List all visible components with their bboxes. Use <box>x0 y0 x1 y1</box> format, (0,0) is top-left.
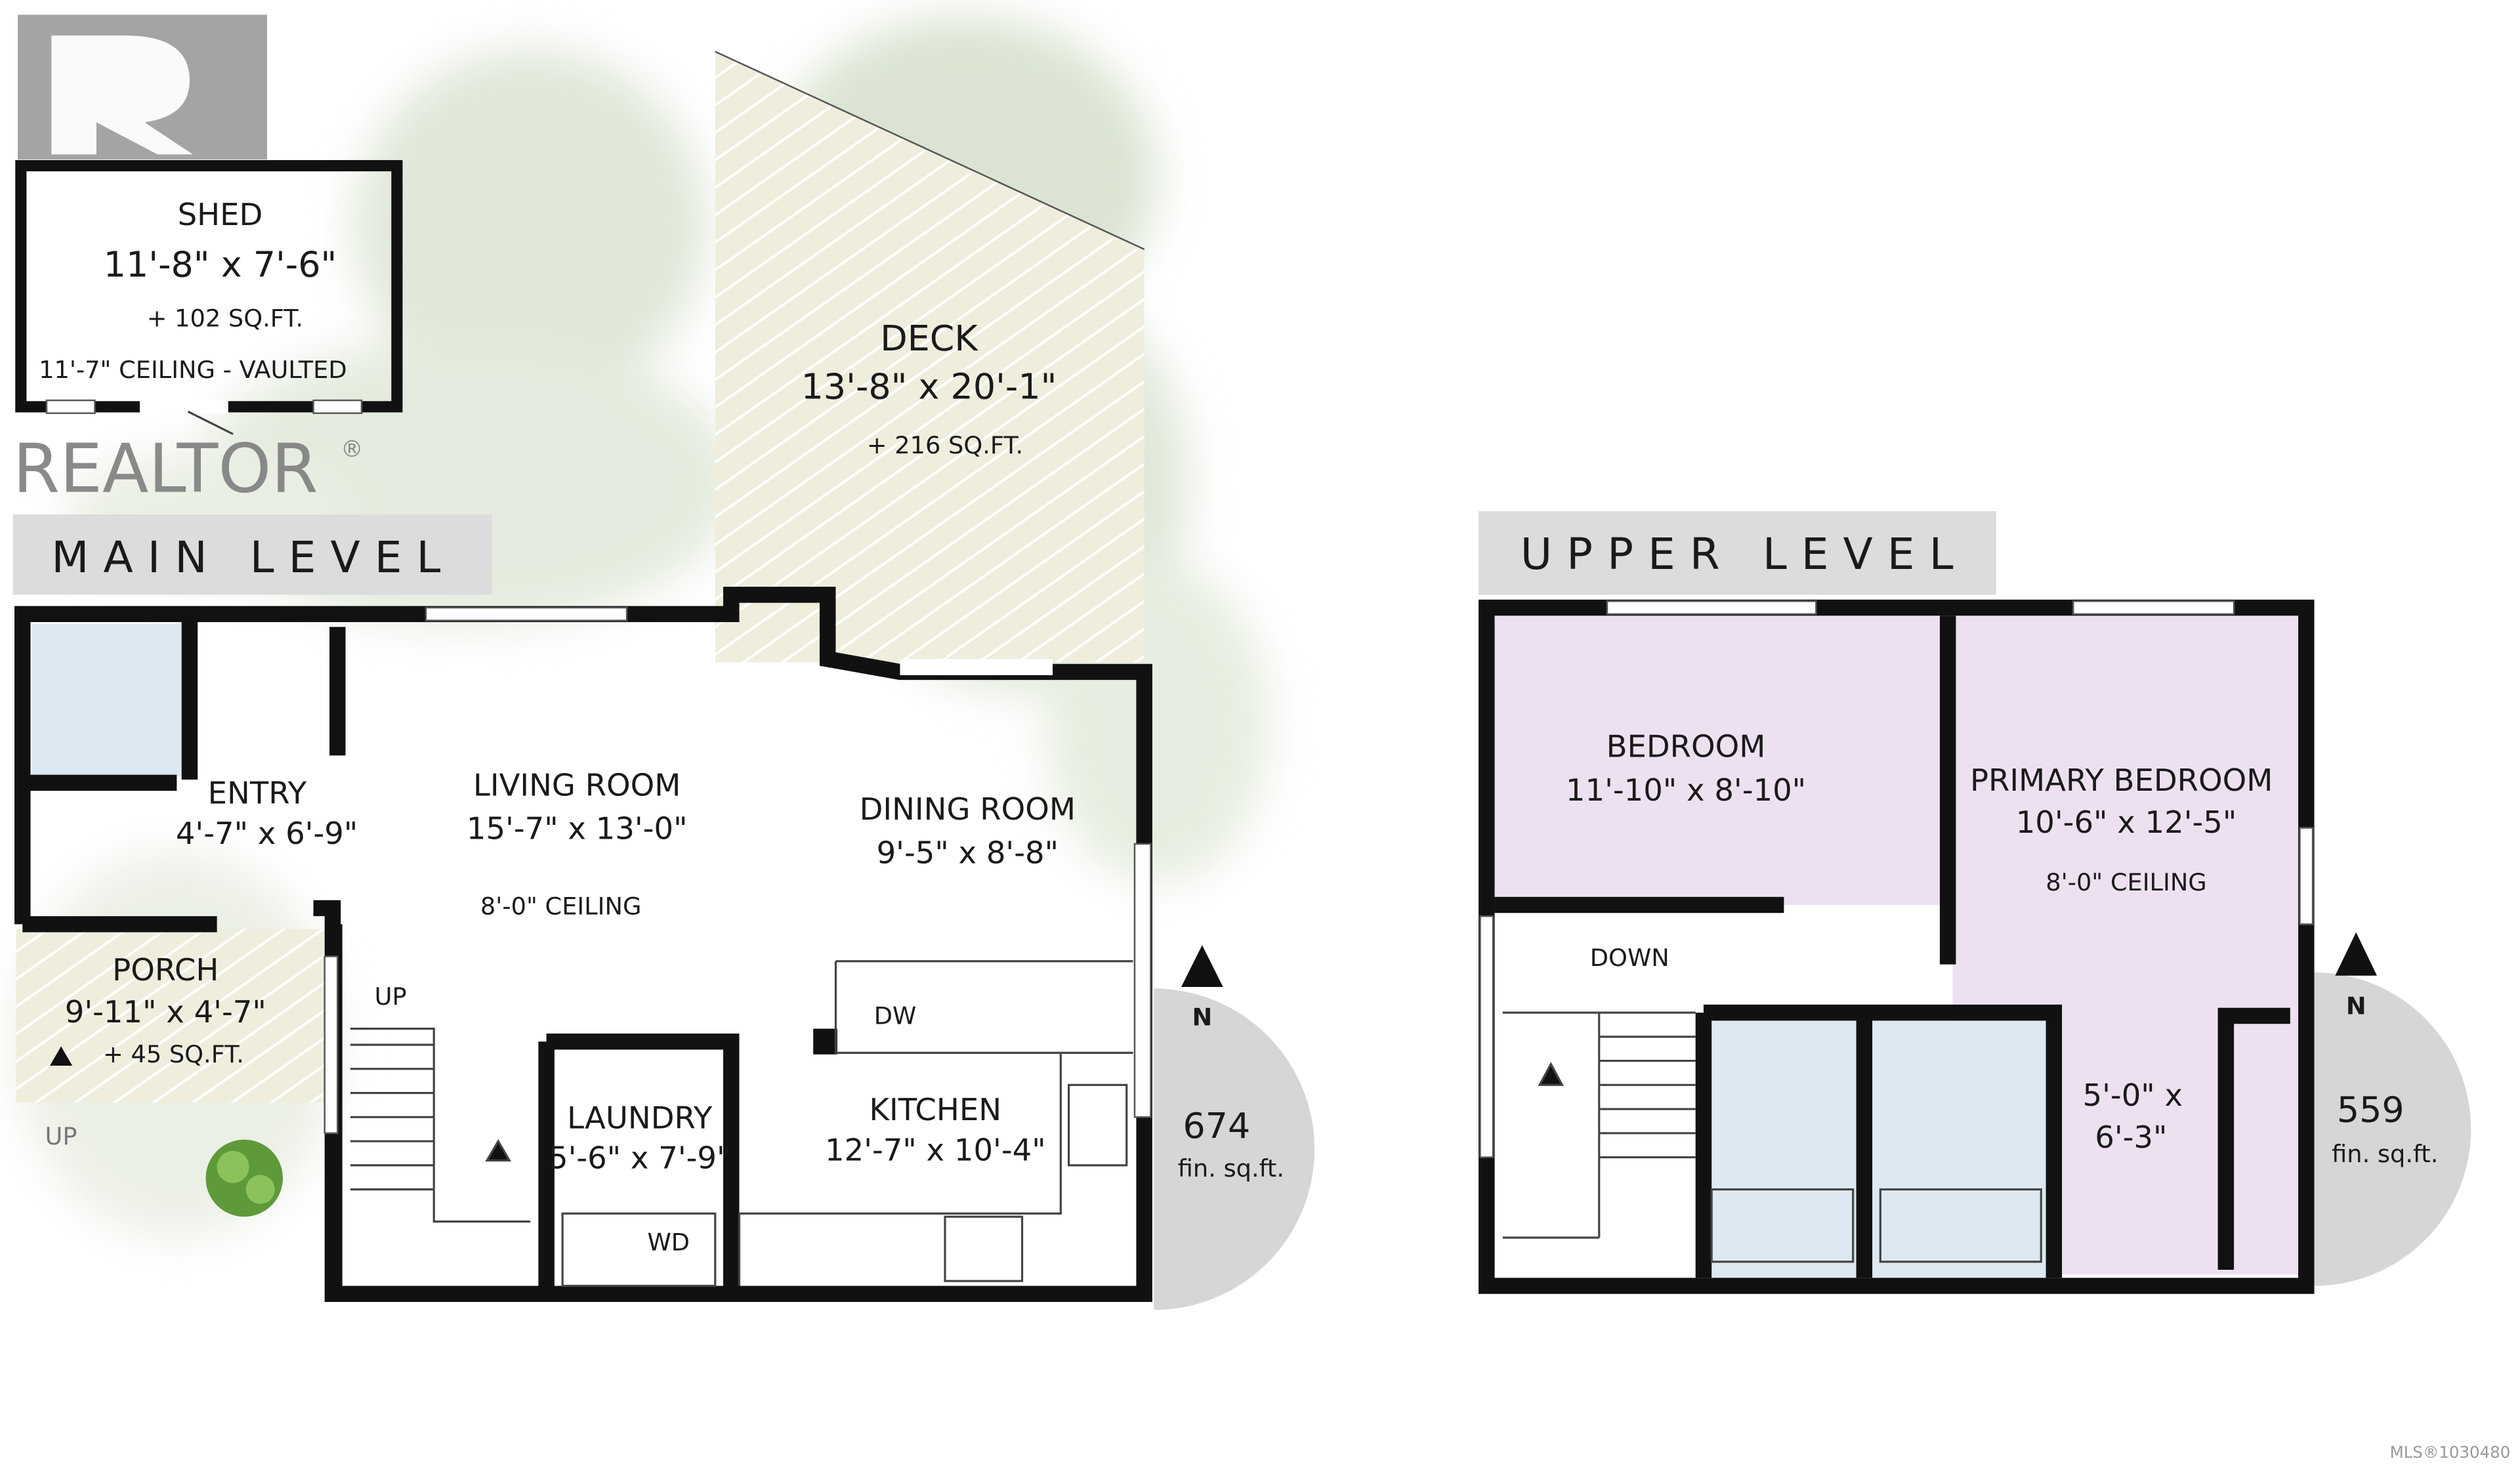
primary-bedroom-dims: 10'-6" x 12'-5" <box>2016 805 2237 840</box>
shed: SHED 11'-8" x 7'-6" + 102 SQ.FT. 11'-7" … <box>15 159 403 435</box>
north-label: N <box>1192 1003 1212 1032</box>
dining-room-dims: 9'-5" x 8'-8" <box>877 835 1059 870</box>
shed-dims: 11'-8" x 7'-6" <box>104 243 337 285</box>
porch-area-label: + 45 SQ.FT. <box>103 1040 244 1068</box>
dishwasher-label: DW <box>874 1001 917 1030</box>
main-level-title: MAIN LEVEL <box>51 532 455 583</box>
north-arrow-icon <box>2335 932 2378 976</box>
north-label: N <box>2346 992 2366 1020</box>
dining-room-name: DINING ROOM <box>860 791 1076 827</box>
north-badge <box>1154 988 1315 1310</box>
realtor-logo: REALTOR ® <box>13 14 363 509</box>
stairs-down-label: DOWN <box>1590 944 1670 972</box>
living-room-name: LIVING ROOM <box>473 768 681 803</box>
washer-dryer-label: WD <box>647 1228 690 1257</box>
shed-name: SHED <box>178 197 263 232</box>
north-badge <box>2314 972 2471 1286</box>
living-room-dims: 15'-7" x 13'-0" <box>467 811 688 847</box>
entry-dims: 4'-7" x 6'-9" <box>176 816 358 851</box>
upper-level-title: UPPER LEVEL <box>1521 529 1968 579</box>
porch-name: PORCH <box>112 952 219 988</box>
stairs <box>1502 1011 1696 1239</box>
laundry-name: LAUNDRY <box>567 1100 713 1135</box>
main-sqft: 674 <box>1183 1105 1250 1146</box>
upper-sqft: 559 <box>2337 1089 2404 1131</box>
kitchen-name: KITCHEN <box>870 1092 1002 1127</box>
mls-number: MLS®1030480 <box>2390 1442 2511 1461</box>
north-arrow-icon <box>1181 945 1223 987</box>
shed-ceiling: 11'-7" CEILING - VAULTED <box>39 356 347 384</box>
stairs-up-label: UP <box>375 982 407 1011</box>
realtor-wordmark: REALTOR <box>13 430 318 509</box>
deck: DECK 13'-8" x 20'-1" + 216 SQ.FT. <box>715 51 1145 663</box>
upper-level: UPPER LEVEL DOWN BEDROOM 11'-10" x 8'-10… <box>1479 511 2471 1294</box>
upper-sqft-label: fin. sq.ft. <box>2332 1140 2438 1168</box>
shrub-icon <box>205 1139 284 1217</box>
entry-name: ENTRY <box>208 776 307 811</box>
main-sqft-label: fin. sq.ft. <box>1178 1154 1284 1183</box>
deck-dims: 13'-8" x 20'-1" <box>801 366 1057 408</box>
living-room-ceiling: 8'-0" CEILING <box>480 892 642 921</box>
closet-dims-line2: 6'-3" <box>2095 1120 2167 1155</box>
primary-bedroom-name: PRIMARY BEDROOM <box>1970 763 2273 798</box>
stairs <box>350 1028 531 1223</box>
porch-up-arrow-icon <box>49 1046 73 1066</box>
closet-dims-line1: 5'-0" x <box>2083 1078 2183 1113</box>
primary-bedroom-ceiling: 8'-0" CEILING <box>2046 868 2207 896</box>
porch-up-label: UP <box>45 1122 77 1150</box>
porch-dims: 9'-11" x 4'-7" <box>65 994 266 1030</box>
kitchen-dims: 12'-7" x 10'-4" <box>825 1132 1046 1167</box>
deck-area: + 216 SQ.FT. <box>867 431 1023 459</box>
laundry-dims: 5'-6" x 7'-9" <box>549 1141 730 1176</box>
main-level: MAIN LEVEL UP N 674 fin. sq.ft. DW WD UP… <box>12 514 1315 1310</box>
shed-area: + 102 SQ.FT. <box>147 304 303 332</box>
deck-name: DECK <box>880 318 978 359</box>
bedroom-dims: 11'-10" x 8'-10" <box>1566 772 1806 808</box>
main-level-label-bg <box>12 514 492 595</box>
registered-mark: ® <box>341 436 363 463</box>
porch-area <box>16 929 330 1103</box>
upper-level-label-bg <box>1479 511 1996 595</box>
bedroom-name: BEDROOM <box>1606 729 1766 764</box>
